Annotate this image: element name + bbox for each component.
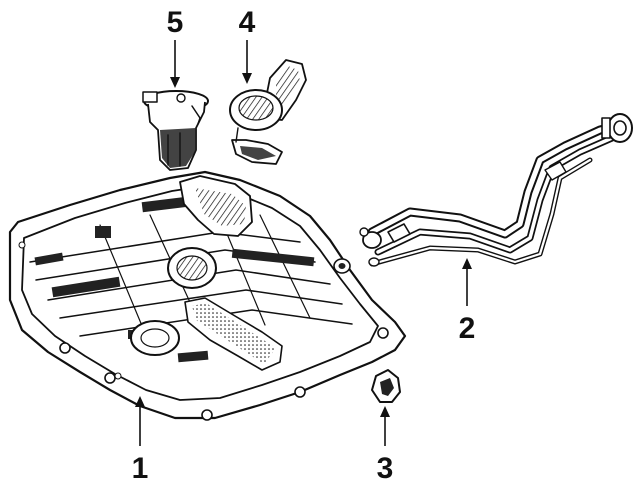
leader-4 <box>242 40 252 84</box>
leader-2 <box>462 258 472 306</box>
leader-1 <box>135 396 145 446</box>
callout-label-2: 2 <box>459 312 476 345</box>
leader-5 <box>170 40 180 88</box>
filler-neck <box>359 113 633 267</box>
fuel-tank <box>8 170 407 421</box>
leader-3 <box>380 406 390 446</box>
callout-label-4: 4 <box>239 6 256 39</box>
callout-label-5: 5 <box>167 6 184 39</box>
fuel-gauge-sender <box>229 59 307 165</box>
grommet <box>371 369 401 403</box>
fuel-pump <box>142 90 209 171</box>
callout-label-3: 3 <box>377 452 394 485</box>
callout-label-1: 1 <box>132 452 149 485</box>
